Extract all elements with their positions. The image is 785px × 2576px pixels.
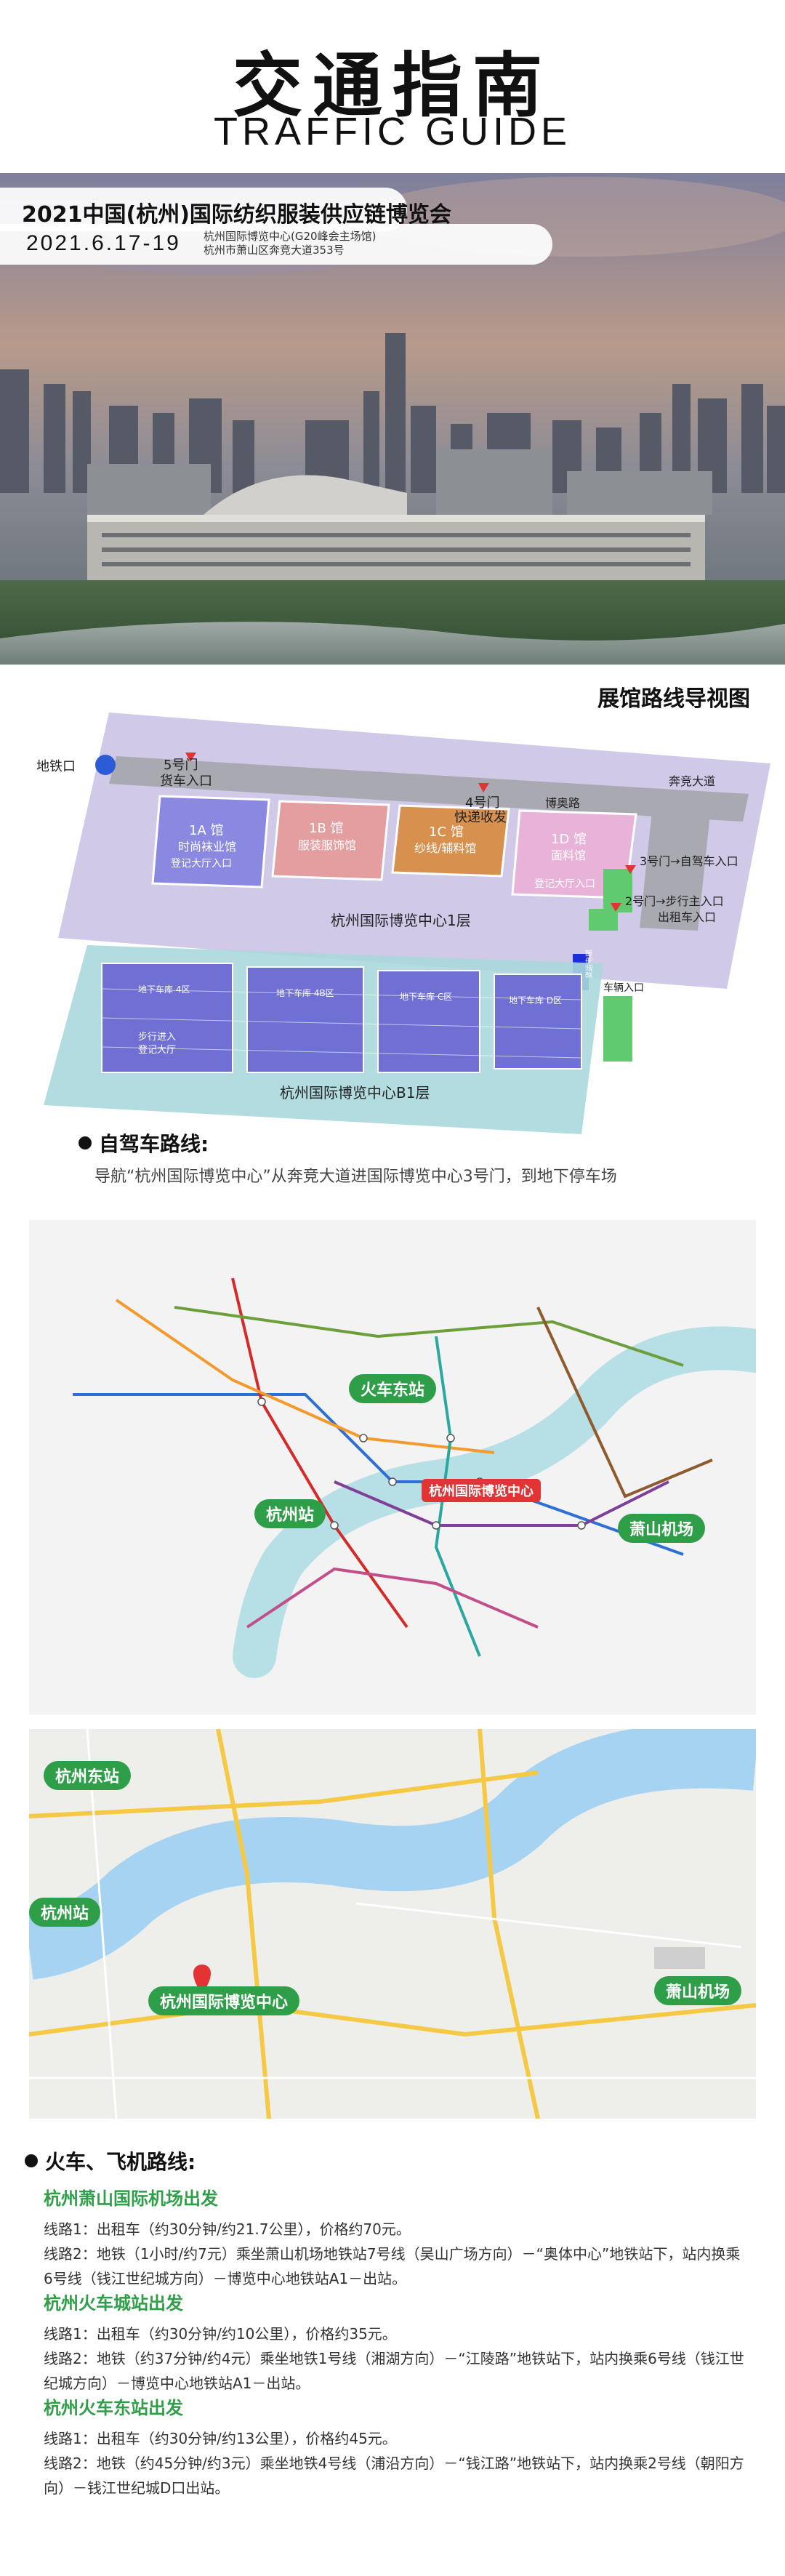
route-city-line1: 线路1：出租车（约30分钟/约10公里），价格约35元。 (44, 2325, 397, 2343)
bullet-icon (25, 2154, 38, 2167)
hall-1c-code: 1C 馆 (429, 824, 464, 840)
floor1-label: 杭州国际博览中心1层 (331, 912, 471, 929)
date-banner (0, 224, 552, 265)
hall-1a-sub: 登记大厅入口 (171, 858, 232, 870)
hall-1d-code: 1D 馆 (551, 832, 587, 847)
routes-heading: 火车、飞机路线: (25, 2146, 196, 2175)
route-airport-line2a: 线路2：地铁（1小时/约7元）乘坐萧山机场地铁站7号线（吴山广场方向）－“奥体中… (44, 2245, 741, 2263)
route-airport-title: 杭州萧山国际机场出发 (44, 2188, 218, 2209)
hall-1d-name: 面料馆 (551, 848, 586, 862)
metro-entrance-label: 地铁口 (36, 759, 76, 774)
road-east-station-tag: 杭州东站 (44, 1761, 132, 1790)
hall-1b-name: 服装服饰馆 (298, 838, 356, 852)
hall-map-heading: 展馆路线导视图 (597, 686, 750, 712)
gate5-label: 5号门 (164, 758, 198, 773)
parking-4a-label: 地下车库 4区 (138, 984, 190, 995)
page-subtitle: TRAFFIC GUIDE (214, 110, 571, 153)
route-airport-line2b: 6号线（钱江世纪城方向）－博览中心地铁站A1－出站。 (44, 2270, 407, 2287)
hall-1d-sub: 登记大厅入口 (534, 878, 595, 890)
metro-map: 火车东站 杭州站 杭州国际博览中心 萧山机场 (29, 1220, 778, 1714)
self-drive-title: 自驾车路线: (99, 1132, 209, 1156)
route-east-line2a: 线路2：地铁（约45分钟/约3元）乘坐地铁4号线（浦沿方向）－“钱江路”地铁站下… (44, 2455, 744, 2472)
route-east-line2b: 向）－钱江世纪城D口出站。 (44, 2479, 230, 2497)
road-benjing-label: 奔竞大道 (669, 774, 715, 788)
gate3-label: 3号门→自驾车入口 (640, 854, 738, 868)
road-expo-center-tag: 杭州国际博览中心 (148, 1986, 300, 2015)
road-map: 杭州东站 杭州站 杭州国际博览中心 萧山机场 (29, 1729, 756, 2119)
gate5-sub-label: 货车入口 (160, 774, 212, 789)
venue-line2: 杭州市萧山区奔竞大道353号 (204, 244, 345, 257)
route-city-title: 杭州火车城站出发 (44, 2293, 183, 2314)
parking-c-label: 地下车库 C区 (400, 991, 452, 1002)
road-airport-tag: 萧山机场 (654, 1976, 742, 2005)
hall-route-diagram: 地铁口 5号门 货车入口 4号门 快递收发 博奥路 奔竞大道 1A 馆 时尚袜业… (36, 713, 770, 1134)
route-east-station: 杭州火车东站出发 线路1：出租车（约30分钟/约13公里），价格约45元。 线路… (44, 2394, 749, 2500)
route-city-station: 杭州火车城站出发 线路1：出租车（约30分钟/约10公里），价格约35元。 线路… (44, 2289, 749, 2396)
hall-1a-name: 时尚袜业馆 (178, 840, 236, 854)
self-drive-heading: 自驾车路线: (78, 1128, 209, 1157)
hall-1c-name: 纱线/辅料馆 (414, 841, 476, 855)
metro-east-station-tag: 火车东站 (349, 1374, 437, 1403)
elevator-label: 货运电梯 (584, 950, 594, 979)
gate2-label: 2号门→步行主入口 (625, 894, 724, 908)
car-entrance-label: 车辆入口 (603, 982, 644, 994)
route-city-line2a: 线路2：地铁（约37分钟/约4元）乘坐地铁1号线（湘湖方向）－“江陵路”地铁站下… (44, 2350, 744, 2367)
walk-entrance-sub-label: 登记大厅 (138, 1045, 176, 1056)
route-airport-line1: 线路1：出租车（约30分钟/约21.7公里），价格约70元。 (44, 2220, 411, 2238)
road-boao-label: 博奥路 (545, 796, 580, 810)
hall-1a-code: 1A 馆 (189, 823, 224, 838)
venue-info: 杭州国际博览中心(G20峰会主场馆) 杭州市萧山区奔竞大道353号 (204, 230, 376, 257)
walk-entrance-label: 步行进入 (138, 1032, 176, 1043)
route-east-line1: 线路1：出租车（约30分钟/约13公里），价格约45元。 (44, 2430, 397, 2447)
route-east-title: 杭州火车东站出发 (44, 2398, 183, 2418)
gate2-sub-label: 出租车入口 (658, 910, 716, 924)
road-city-station-tag: 杭州站 (29, 1898, 101, 1927)
hall-1b-code: 1B 馆 (309, 821, 344, 836)
expo-date: 2021.6.17-19 (26, 231, 181, 255)
floor-b1-label: 杭州国际博览中心B1层 (280, 1084, 430, 1102)
route-airport: 杭州萧山国际机场出发 线路1：出租车（约30分钟/约21.7公里），价格约70元… (44, 2184, 749, 2291)
metro-expo-center-tag: 杭州国际博览中心 (422, 1479, 541, 1502)
page-title: 交通指南 (233, 45, 552, 127)
metro-airport-tag: 萧山机场 (618, 1514, 706, 1543)
route-city-line2b: 纪城方向）－博览中心地铁站A1－出站。 (44, 2375, 310, 2392)
parking-4b-label: 地下车库 4B区 (276, 987, 334, 998)
parking-d-label: 地下车库 D区 (509, 995, 562, 1006)
expo-name: 2021中国(杭州)国际纺织服装供应链博览会 (22, 202, 451, 228)
gate4-sub-label: 快递收发 (454, 810, 507, 825)
gate4-label: 4号门 (465, 795, 499, 811)
bullet-icon (78, 1136, 92, 1149)
self-drive-text: 导航“杭州国际博览中心”从奔竞大道进国际博览中心3号门，到地下停车场 (94, 1168, 617, 1186)
routes-title: 火车、飞机路线: (45, 2150, 196, 2174)
venue-line1: 杭州国际博览中心(G20峰会主场馆) (204, 230, 377, 243)
metro-city-station-tag: 杭州站 (254, 1499, 326, 1528)
